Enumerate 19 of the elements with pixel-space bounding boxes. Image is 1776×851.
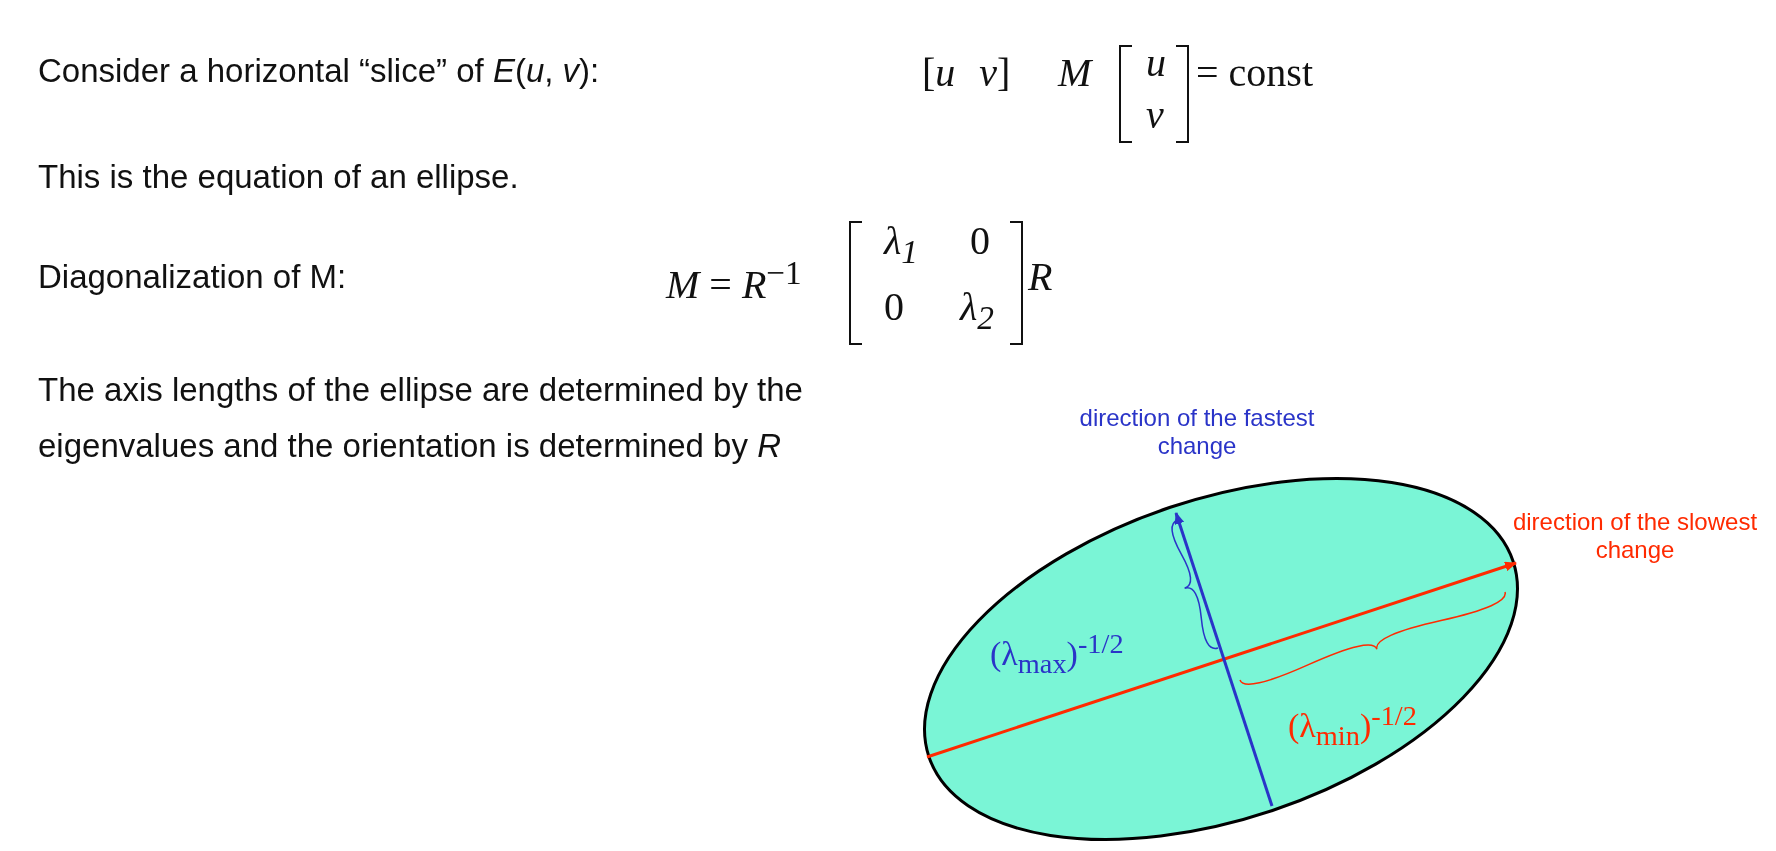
math-symbol: R	[1028, 254, 1053, 300]
math-expression: M = R$^{−1}$	[666, 254, 802, 309]
math-symbol: 0	[884, 284, 904, 330]
body-text: Consider a horizontal “slice” of E(u, v):	[38, 52, 600, 90]
math-annotation: (λ$_{max}$)$^{-1/2}$	[990, 628, 1124, 681]
body-text: The axis lengths of the ellipse are determined by the eigenvalues and the orientation is determined by R	[38, 370, 804, 466]
math-expression: [u v]	[922, 50, 1011, 96]
annotation-text: direction of the fastest change	[1078, 404, 1316, 460]
math-expression: = const	[1196, 50, 1313, 96]
body-text: This is the equation of an ellipse.	[38, 158, 519, 196]
math-symbol: M	[1058, 50, 1092, 96]
math-annotation: (λ$_{min}$)$^{-1/2}$	[1288, 700, 1417, 753]
math-symbol: v	[1146, 92, 1164, 138]
annotation-text: direction of the slowest change	[1511, 508, 1759, 564]
body-text: Diagonalization of M:	[38, 258, 347, 296]
math-symbol: u	[1146, 40, 1166, 86]
math-symbol: λ$_{2}$	[960, 284, 994, 338]
math-symbol: 0	[970, 218, 990, 264]
math-symbol: λ$_{1}$	[884, 218, 918, 272]
